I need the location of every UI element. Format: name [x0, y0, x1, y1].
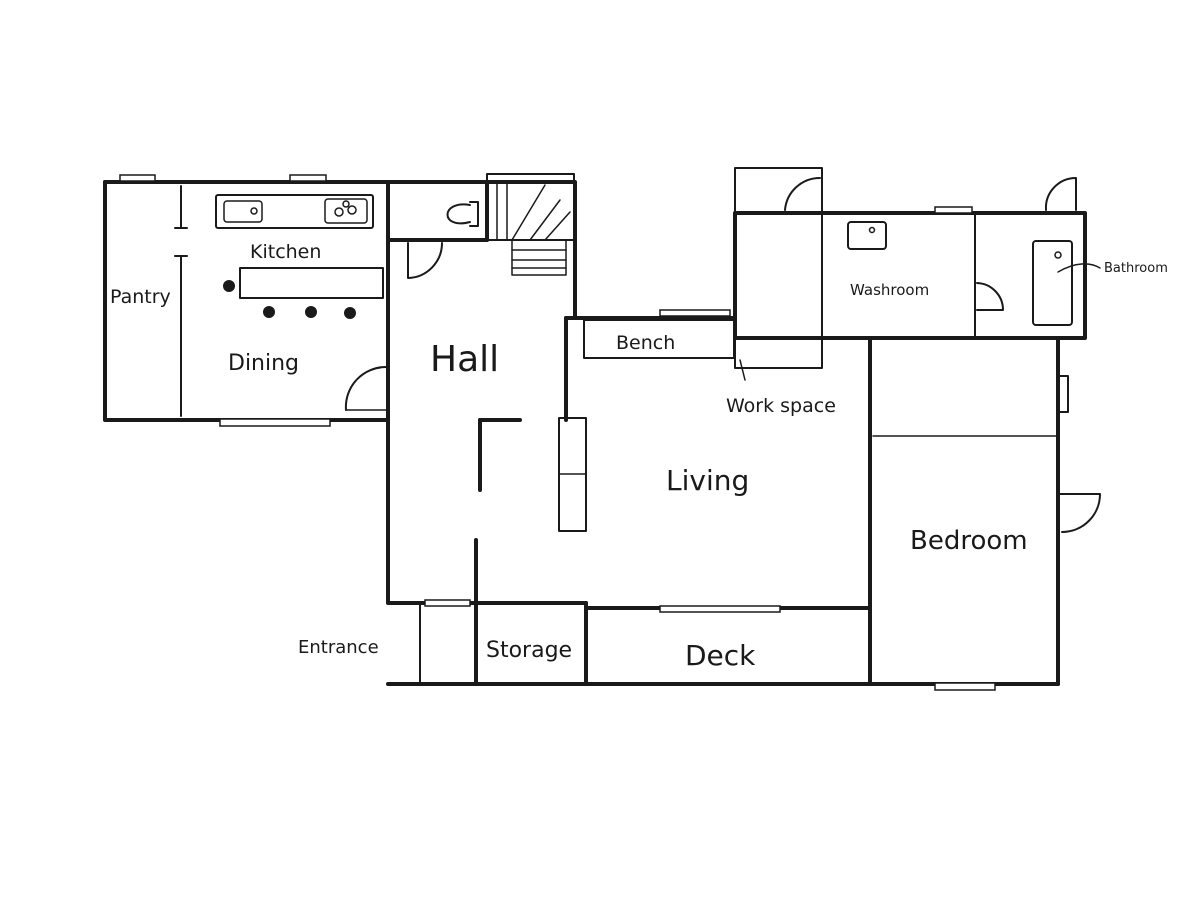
stool	[263, 306, 275, 318]
label-workspace: Work space	[726, 395, 836, 417]
stool	[305, 306, 317, 318]
stool	[223, 280, 235, 292]
label-bench: Bench	[616, 332, 675, 354]
washroom-sink	[847, 221, 887, 250]
workspace-desk	[734, 167, 823, 381]
label-bathroom: Bathroom	[1104, 261, 1168, 276]
label-deck: Deck	[685, 639, 756, 672]
label-storage: Storage	[486, 638, 572, 663]
toilet	[446, 201, 479, 227]
label-bedroom: Bedroom	[910, 526, 1028, 556]
stool	[344, 307, 356, 319]
label-dining: Dining	[228, 351, 299, 376]
label-living: Living	[666, 464, 749, 497]
room-labels: Pantry Kitchen Dining Hall Bench Work sp…	[110, 241, 1168, 672]
label-entrance: Entrance	[298, 637, 379, 658]
staircase	[486, 173, 575, 276]
label-hall: Hall	[430, 339, 499, 380]
bathtub	[1032, 240, 1101, 326]
kitchen-counter	[215, 194, 374, 229]
doors	[344, 176, 1101, 685]
label-washroom: Washroom	[850, 281, 929, 299]
kitchen-island	[223, 267, 384, 319]
label-kitchen: Kitchen	[250, 241, 321, 263]
label-pantry: Pantry	[110, 286, 171, 308]
living-shelf	[558, 417, 587, 532]
windows	[119, 174, 996, 691]
